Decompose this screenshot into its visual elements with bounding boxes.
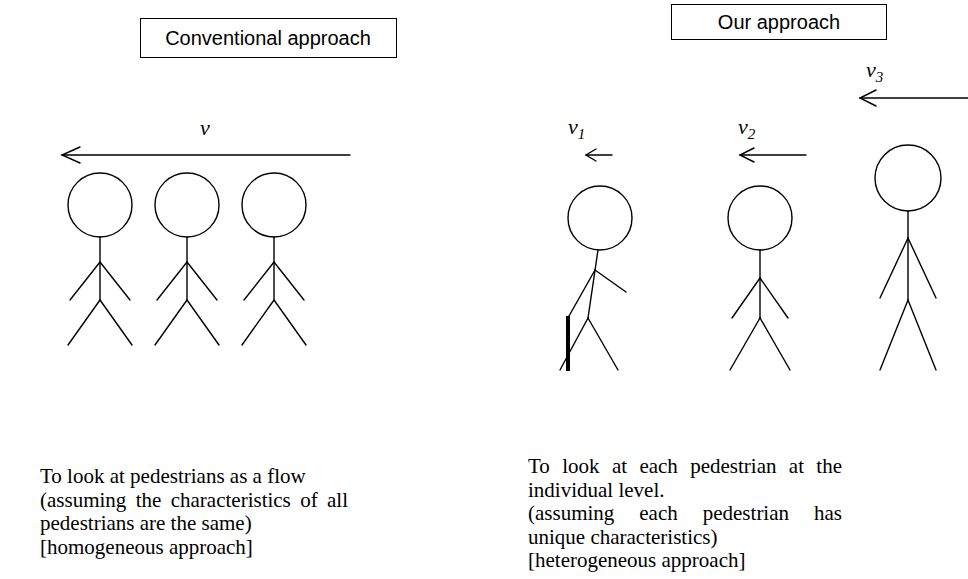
symbol-letter: v xyxy=(200,115,210,140)
speed-symbol: v3 xyxy=(866,58,883,86)
cane xyxy=(566,316,570,371)
tall-pedestrian-figure xyxy=(875,145,941,370)
text-line-group: To look at pedestrians as a flow xyxy=(40,465,348,489)
box-title: Conventional approach xyxy=(165,27,371,50)
text-line-group: [homogeneous approach] xyxy=(40,536,348,560)
symbol-subscript: 2 xyxy=(748,126,756,142)
symbol-letter: v xyxy=(866,57,876,82)
pedestrian-figure xyxy=(68,173,132,345)
symbol-subscript: 3 xyxy=(876,69,884,85)
symbol-subscript: 1 xyxy=(578,126,586,142)
speed-symbol: v xyxy=(200,116,210,140)
text-line-group: (assuming each pedestrian has unique cha… xyxy=(528,502,842,549)
speed-symbol: v1 xyxy=(568,115,585,143)
text-line-group: [heterogeneous approach] xyxy=(528,549,842,573)
speed-arrow xyxy=(860,90,968,106)
symbol-letter: v xyxy=(568,114,578,139)
pedestrian-figure xyxy=(728,186,792,370)
elderly-pedestrian-figure xyxy=(560,186,632,371)
symbol-letter: v xyxy=(738,114,748,139)
speed-arrow xyxy=(586,149,612,161)
text-line-group: (assuming the characteristics of all ped… xyxy=(40,489,348,536)
text-line-group: To look at each pedestrian at the indivi… xyxy=(528,455,842,502)
pedestrian-figure xyxy=(155,173,219,345)
description-text: To look at each pedestrian at the indivi… xyxy=(528,455,842,573)
title-box: Our approach xyxy=(671,4,887,40)
flow-arrow xyxy=(62,147,350,163)
speed-arrow xyxy=(740,148,806,162)
title-box: Conventional approach xyxy=(140,18,397,58)
description-text: To look at pedestrians as a flow (assumi… xyxy=(40,465,348,559)
pedestrian-figure xyxy=(242,173,306,345)
box-title: Our approach xyxy=(718,11,840,34)
speed-symbol: v2 xyxy=(738,115,755,143)
